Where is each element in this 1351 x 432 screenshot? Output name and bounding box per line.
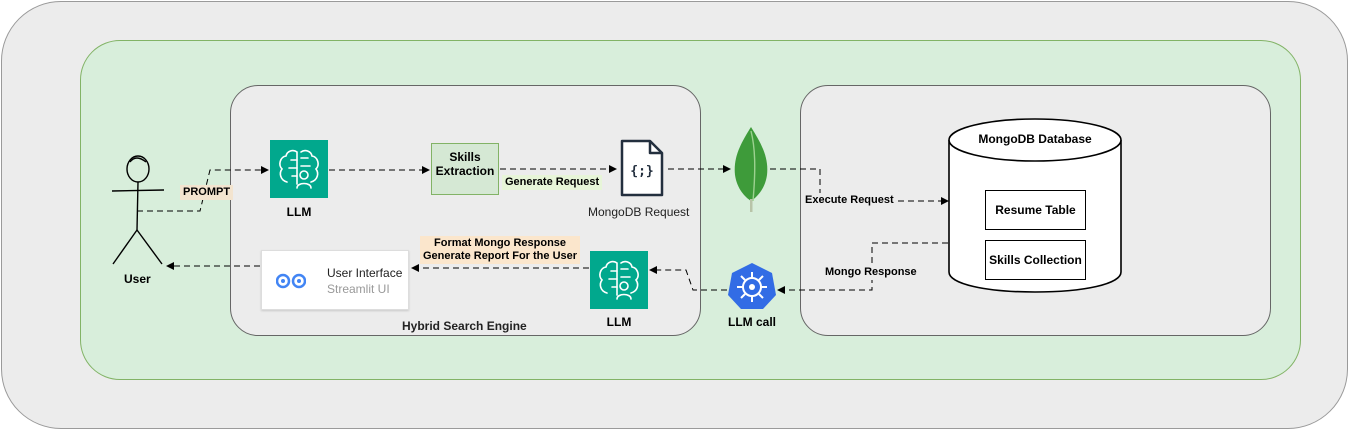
format-line1: Format Mongo Response — [434, 237, 567, 249]
format-line2: Generate Report For the User — [423, 250, 578, 262]
mongodb-leaf-icon — [734, 127, 768, 212]
llm-top-label: LLM — [286, 205, 312, 219]
user-interface-card: User Interface Streamlit UI — [261, 250, 409, 310]
skills-collection-box: Skills Collection — [985, 240, 1086, 280]
database-title: MongoDB Database — [978, 132, 1092, 146]
edge-llmcall-to-llm — [649, 266, 727, 291]
ui-card-subtitle: Streamlit UI — [327, 282, 390, 296]
resume-table-box: Resume Table — [985, 190, 1086, 230]
llm-bottom-label: LLM — [606, 315, 632, 329]
generate-request-label: Generate Request — [502, 175, 603, 190]
format-response-label: Format Mongo Response Generate Report Fo… — [420, 236, 581, 264]
llm-call-hexagon-icon — [728, 263, 776, 309]
mongo-response-label: Mongo Response — [822, 265, 920, 280]
llm-brain-icon — [270, 140, 328, 198]
mongodb-request-label: MongoDB Request — [588, 205, 690, 219]
llm-call-label: LLM call — [727, 315, 776, 329]
skills-line2: Extraction — [435, 164, 495, 178]
mongodb-file-icon: {;} — [620, 139, 664, 197]
hybrid-search-engine-label: Hybrid Search Engine — [402, 319, 527, 333]
ui-card-title: User Interface — [327, 266, 403, 280]
edge-database-to-llmcall — [777, 242, 948, 294]
prompt-label: PROMPT — [180, 185, 234, 200]
streamlit-icon — [276, 273, 306, 289]
user-label: User — [124, 272, 151, 286]
skills-extraction-box: Skills Extraction — [431, 143, 499, 195]
skills-line1: Skills — [449, 150, 481, 164]
mongodb-file-glyph: {;} — [630, 164, 653, 179]
llm-brain-icon — [590, 251, 648, 309]
user-stick-figure-icon — [111, 155, 165, 265]
execute-request-label: Execute Request — [802, 193, 897, 208]
